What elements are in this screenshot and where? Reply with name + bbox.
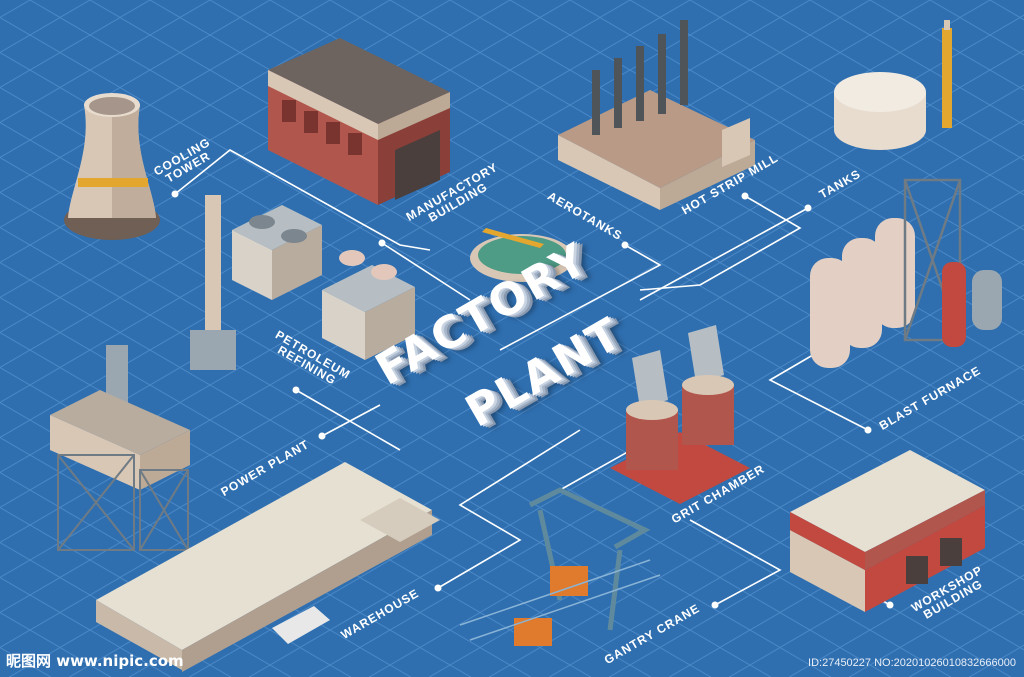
grit-chamber [610,325,750,504]
connector-warehouse [437,429,581,589]
warehouse [96,462,440,672]
connector-petroleum [295,389,401,451]
connector-tanks [639,207,809,301]
petroleum-refining [190,195,415,370]
connector-cooling-tower [174,149,431,251]
watermark-right: ID:27450227 NO:20201026010832666000 [808,657,1016,669]
power-plant [50,345,190,551]
tanks [834,20,952,150]
workshop-building [790,450,985,612]
gantry-crane [459,487,661,646]
connector-hot-strip-mill [639,195,802,291]
connector-aerotanks [499,244,662,351]
manufactory-building [268,38,450,205]
blast-furnace [810,178,1002,368]
connector-power-plant [321,404,381,437]
cooling-tower [64,93,160,240]
aerotank [470,228,574,282]
hot-strip-mill [558,20,755,210]
watermark-left: 昵图网 www.nipic.com [6,652,184,670]
connector-gantry-crane [689,519,782,606]
connector-manufactory [381,242,471,301]
connector-blast-furnace [768,344,869,431]
